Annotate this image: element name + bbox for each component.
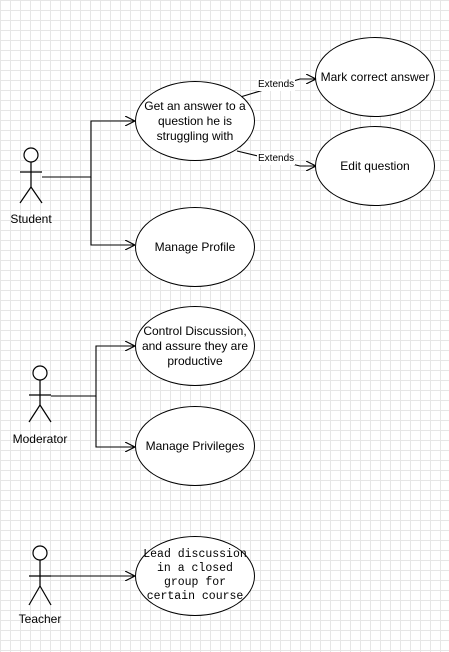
extends-mark-correct-connector (236, 79, 315, 99)
actor-student-figure (19, 147, 43, 204)
use-case-edit-question[interactable]: Edit question (315, 126, 435, 206)
use-case-lead-discussion[interactable]: Lead discussion in a closed group for ce… (135, 536, 255, 616)
actor-teacher-label: Teacher (18, 612, 62, 626)
use-case-get-answer[interactable]: Get an answer to a question he is strugg… (135, 81, 255, 161)
use-case-manage-profile[interactable]: Manage Profile (135, 207, 255, 287)
actor-student-label: Student (10, 212, 52, 226)
moderator-to-manage-privileges-connector (95, 396, 134, 447)
use-case-mark-correct[interactable]: Mark correct answer (315, 37, 435, 117)
use-case-control-discussion[interactable]: Control Discussion, and assure they are … (135, 306, 255, 386)
student-to-get-answer-connector (42, 121, 134, 178)
extends-label-mark-correct: Extends (257, 79, 296, 91)
extends-label-edit-question: Extends (257, 153, 296, 165)
student-to-manage-profile-connector (90, 177, 134, 245)
actor-teacher-figure (28, 545, 52, 606)
moderator-to-control-discussion-connector (51, 346, 134, 397)
actor-moderator-label: Moderator (12, 432, 68, 446)
use-case-manage-privileges[interactable]: Manage Privileges (135, 406, 255, 486)
actor-moderator-figure (28, 365, 52, 423)
